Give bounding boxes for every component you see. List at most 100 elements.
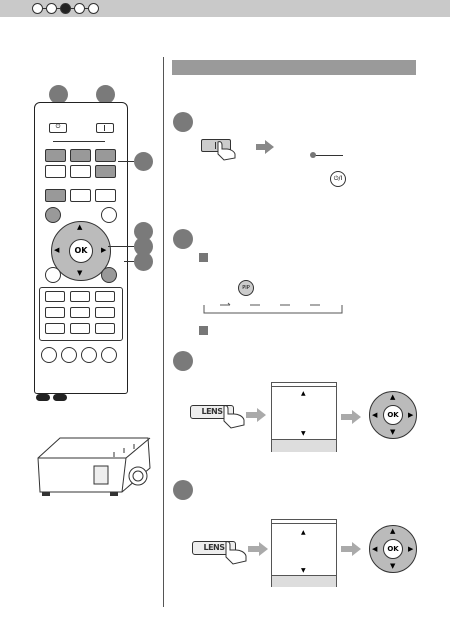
step-4-osd-screen: ▲ ▼ xyxy=(271,519,337,587)
step-4-marker xyxy=(173,480,193,500)
callout-d xyxy=(134,222,153,241)
remote-round-btn-left xyxy=(45,207,61,223)
remote-key-9 xyxy=(95,323,115,334)
remote-ok-button: OK xyxy=(69,239,93,263)
remote-input-btn-2 xyxy=(70,149,91,162)
callout-e-line xyxy=(108,246,134,247)
dpad-right-icon: ▶ xyxy=(101,246,107,254)
step-2-marker xyxy=(173,229,193,249)
remote-badge-1 xyxy=(36,394,50,401)
power-icon: ⏻ xyxy=(55,123,61,130)
step-2-mode-button: PIP xyxy=(238,280,254,296)
osd-status-bar xyxy=(272,575,336,587)
step-3-lens-button: LENS xyxy=(190,405,234,419)
indicator-lamp-icon xyxy=(310,152,316,158)
osd-down-arrow-icon: ▼ xyxy=(301,430,306,437)
dpad-right-icon: ▶ xyxy=(408,545,414,553)
dpad-left-icon: ◀ xyxy=(54,246,60,254)
remote-key-6 xyxy=(95,307,115,318)
callout-f xyxy=(134,252,153,271)
callout-e xyxy=(134,237,153,256)
step-2-bullet-1 xyxy=(199,253,208,262)
osd-up-arrow-icon: ▲ xyxy=(301,529,306,536)
remote-bottom-btn-4 xyxy=(101,347,117,363)
osd-up-arrow-icon: ▲ xyxy=(301,390,306,397)
callout-c xyxy=(134,152,153,171)
remote-key-7 xyxy=(45,323,65,334)
step-3-marker xyxy=(173,351,193,371)
power-standby-icon: ⏻/I xyxy=(333,175,343,182)
arrow-right-icon xyxy=(256,140,274,154)
remote-power-on-button: ⏻ xyxy=(49,123,67,133)
remote-standby-button xyxy=(96,123,114,133)
callout-b xyxy=(96,85,115,104)
step-2-bullet-2 xyxy=(199,326,208,335)
remote-key-2 xyxy=(70,291,90,302)
remote-badge-2 xyxy=(53,394,67,401)
remote-bottom-btn-3 xyxy=(81,347,97,363)
remote-key-1 xyxy=(45,291,65,302)
cycle-sequence-diagram xyxy=(203,302,343,314)
arrow-right-icon xyxy=(246,408,266,422)
step-3-dpad: ▲ ▼ ◀ ▶ OK xyxy=(369,391,417,439)
remote-input-btn-6 xyxy=(95,165,116,178)
remote-round-btn-right xyxy=(101,207,117,223)
remote-rule xyxy=(53,141,105,142)
page-dot-current xyxy=(60,3,71,14)
section-title-bar xyxy=(172,60,416,75)
column-divider xyxy=(163,57,164,607)
page-dot-5 xyxy=(88,3,99,14)
osd-status-bar xyxy=(272,439,336,452)
remote-bottom-btn-2 xyxy=(61,347,77,363)
indicator-line xyxy=(313,155,343,156)
arrow-right-icon xyxy=(341,542,361,556)
remote-input-btn-4 xyxy=(45,165,66,178)
remote-func-btn-2 xyxy=(70,189,91,202)
remote-key-3 xyxy=(95,291,115,302)
dpad-right-icon: ▶ xyxy=(408,411,414,419)
page-dot-2 xyxy=(46,3,57,14)
remote-key-4 xyxy=(45,307,65,318)
remote-input-btn-5 xyxy=(70,165,91,178)
dpad-down-icon: ▼ xyxy=(390,562,396,570)
arrow-right-icon xyxy=(248,542,268,556)
remote-menu-btn xyxy=(101,267,117,283)
hand-press-icon xyxy=(217,141,236,161)
remote-input-btn-1 xyxy=(45,149,66,162)
dpad-up-icon: ▲ xyxy=(77,223,83,231)
dpad-up-icon: ▲ xyxy=(390,393,396,401)
dpad-down-icon: ▼ xyxy=(390,428,396,436)
dpad-up-icon: ▲ xyxy=(390,527,396,535)
arrow-right-icon xyxy=(341,410,361,424)
step-4-lens-button: LENS xyxy=(192,541,236,555)
ok-button: OK xyxy=(383,539,403,559)
remote-input-btn-3 xyxy=(95,149,116,162)
callout-c-line xyxy=(118,161,134,162)
step-1-marker xyxy=(173,112,193,132)
step-3-osd-screen: ▲ ▼ xyxy=(271,382,337,452)
page-dot-4 xyxy=(74,3,85,14)
dpad-down-icon: ▼ xyxy=(77,269,83,277)
header-bar xyxy=(0,0,450,17)
osd-top-rule xyxy=(272,386,336,387)
remote-key-8 xyxy=(70,323,90,334)
projector-illustration xyxy=(37,437,151,496)
callout-f-line xyxy=(124,261,134,262)
remote-func-btn-1 xyxy=(45,189,66,202)
standby-bar-icon xyxy=(215,142,216,149)
remote-bottom-btn-1 xyxy=(41,347,57,363)
ok-button: OK xyxy=(383,405,403,425)
step-4-dpad: ▲ ▼ ◀ ▶ OK xyxy=(369,525,417,573)
dpad-left-icon: ◀ xyxy=(372,411,378,419)
remote-key-5 xyxy=(70,307,90,318)
remote-body: ⏻ ▲ ▼ ◀ ▶ OK xyxy=(34,102,128,394)
remote-func-btn-3 xyxy=(95,189,116,202)
hand-press-icon xyxy=(223,405,245,429)
step-1-power-button: ⏻/I xyxy=(330,171,346,187)
pip-icon: PIP xyxy=(242,285,250,291)
standby-bar-icon xyxy=(104,125,105,131)
remote-back-btn xyxy=(45,267,61,283)
osd-down-arrow-icon: ▼ xyxy=(301,567,306,574)
osd-top-rule xyxy=(272,523,336,524)
hand-press-icon xyxy=(225,541,247,565)
